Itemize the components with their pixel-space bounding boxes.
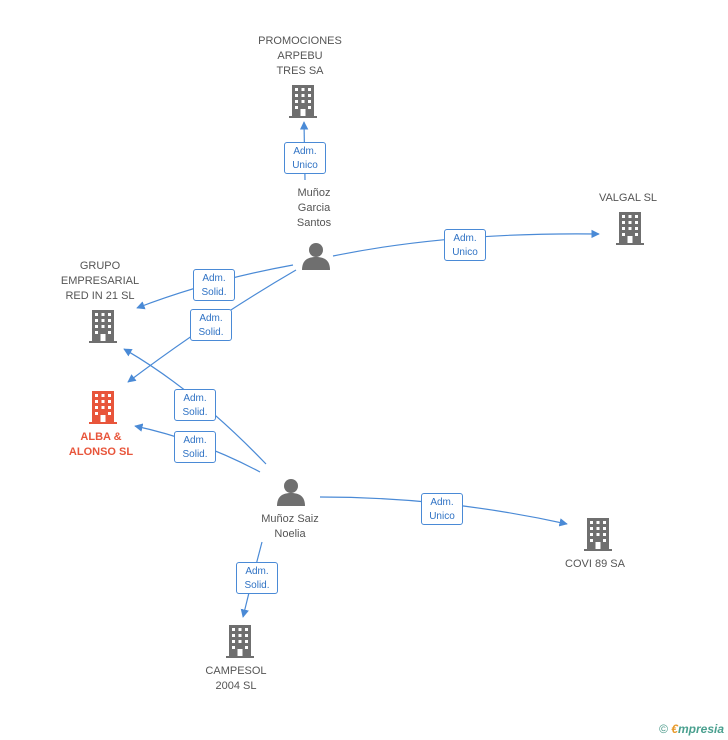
copyright-footer: © €mpresia <box>659 722 724 736</box>
building-icon-campesol <box>226 625 254 658</box>
edge-label-adm-solid-alba-1: Adm. Solid. <box>190 309 232 341</box>
brand-logo[interactable]: €mpresia <box>671 722 724 736</box>
company-label-alba[interactable]: ALBA & ALONSO SL <box>68 431 134 458</box>
person-icon-munoz-garcia <box>302 243 330 270</box>
copyright-icon: © <box>659 722 668 736</box>
edge-label-adm-unico-covi: Adm. Unico <box>421 493 463 525</box>
company-label-campesol[interactable]: CAMPESOL 2004 SL <box>205 665 267 692</box>
person-label-munoz-garcia[interactable]: Muñoz Garcia Santos <box>296 187 332 229</box>
building-icon-promociones <box>289 85 317 118</box>
company-label-valgal[interactable]: VALGAL SL <box>598 192 658 204</box>
building-icon-valgal <box>616 212 644 245</box>
person-icon-munoz-saiz <box>277 479 305 506</box>
company-label-grupo[interactable]: GRUPO EMPRESARIAL RED IN 21 SL <box>60 260 140 302</box>
edge-label-adm-solid-grupo: Adm. Solid. <box>193 269 235 301</box>
building-icon-alba <box>89 391 117 424</box>
edge-label-adm-solid-campesol: Adm. Solid. <box>236 562 278 594</box>
person-label-munoz-saiz[interactable]: Muñoz Saiz Noelia <box>261 513 319 540</box>
edge-label-adm-unico-promociones: Adm. Unico <box>284 142 326 174</box>
company-label-covi[interactable]: COVI 89 SA <box>565 558 625 570</box>
building-icon-grupo <box>89 310 117 343</box>
edge-label-adm-solid-grupo-2: Adm. Solid. <box>174 389 216 421</box>
edge-label-adm-solid-alba-2: Adm. Solid. <box>174 431 216 463</box>
edge-label-adm-unico-valgal: Adm. Unico <box>444 229 486 261</box>
company-label-promociones[interactable]: PROMOCIONES ARPEBU TRES SA <box>258 35 342 77</box>
building-icon-covi <box>584 518 612 551</box>
